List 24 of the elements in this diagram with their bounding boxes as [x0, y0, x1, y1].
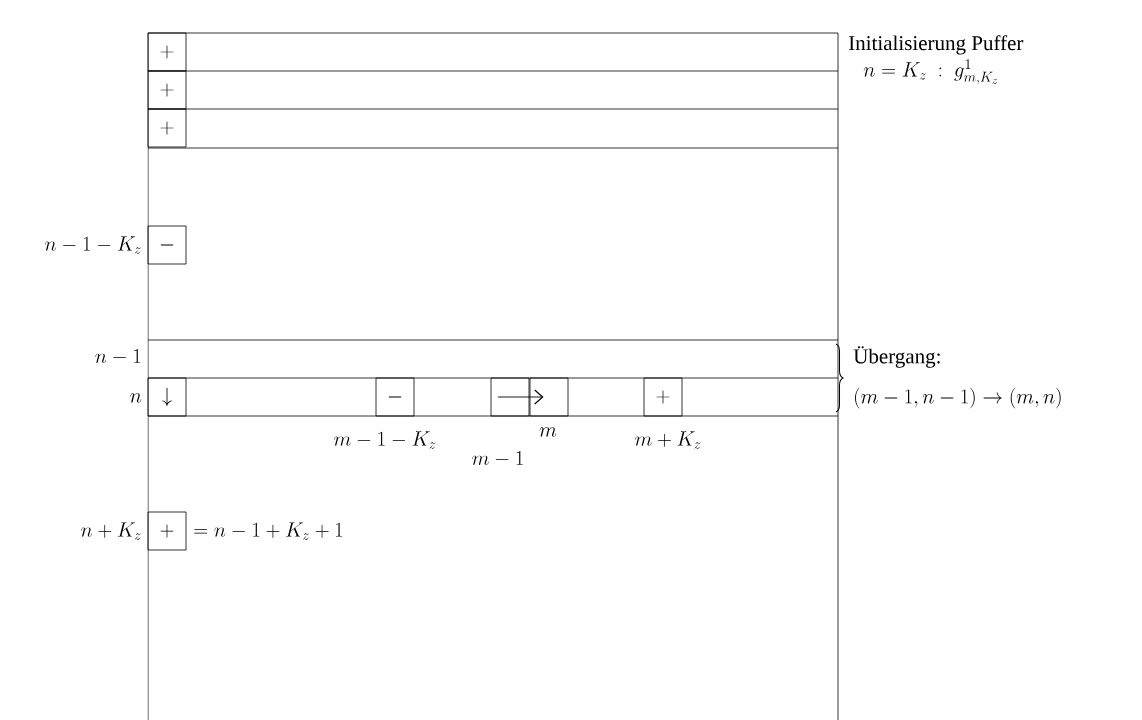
math-label: $n = K_z \ :\ g^{1}_{m,K_z}$ — [863, 59, 998, 85]
grid-cell — [529, 377, 569, 417]
symbol-cell: $\downarrow$ — [147, 377, 187, 417]
symbol-cell: $-$ — [147, 225, 187, 265]
index-label: $n-1-K_z$ — [45, 236, 141, 254]
symbol-cell: $-$ — [375, 377, 415, 417]
symbol-cell: $+$ — [147, 108, 187, 148]
symbol-cell: $+$ — [147, 70, 187, 110]
grid-cell — [490, 377, 530, 417]
index-label: $m-1$ — [472, 451, 523, 466]
math-label: $(m-1,n-1)\rightarrow(m,n)$ — [855, 387, 1061, 409]
label-text: Übergang: — [853, 346, 940, 368]
index-label: $m+K_z$ — [635, 431, 701, 449]
index-label: $n$ — [130, 393, 142, 403]
arrow — [497, 389, 544, 405]
symbol-cell: $+$ — [643, 377, 683, 417]
index-label: $m-1-K_z$ — [334, 431, 436, 449]
index-label: $= n-1+K_z+1$ — [194, 522, 343, 540]
heading-text: Initialisierung Puffer — [848, 35, 1024, 55]
symbol-cell: $+$ — [147, 32, 187, 72]
index-label: $m$ — [539, 427, 557, 437]
index-label: $n+K_z$ — [81, 522, 141, 540]
math-label: $n-1$ — [95, 349, 141, 364]
symbol-cell: $+$ — [147, 511, 187, 551]
